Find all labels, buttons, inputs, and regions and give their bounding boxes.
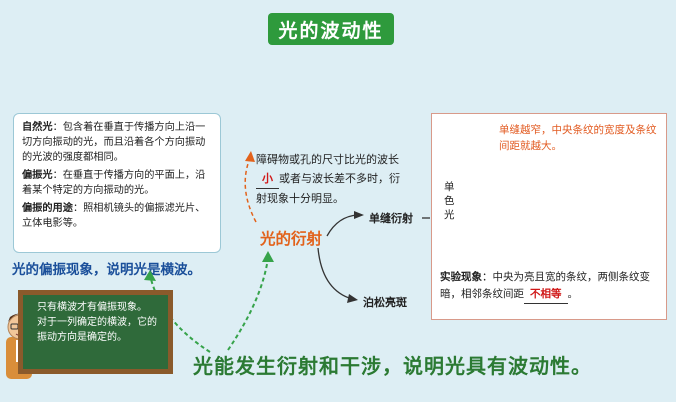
single-slit-label: 单缝衍射 (369, 212, 413, 225)
arrow-to-diffraction (227, 257, 269, 351)
condition-text-before: 障碍物或孔的尺寸比光的波长 (256, 153, 399, 166)
phenomenon-term: 实验现象 (440, 271, 482, 283)
polarization-uses-term: 偏振的用途 (22, 203, 73, 214)
final-conclusion: 光能发生衍射和干涉，说明光具有波动性。 (193, 354, 592, 378)
polarized-light-term: 偏振光 (22, 170, 53, 181)
arrow-to-poisson-spot (317, 247, 353, 300)
arrow-to-condition (244, 157, 257, 223)
phenomenon-text: ：中央为亮且宽的条纹，两侧条纹变暗，相邻条纹间距 (440, 271, 650, 300)
blackboard-line-2: 对于一列确定的横波，它的振动方向是确定的。 (37, 317, 157, 343)
slit-width-note: 单缝越窄，中央条纹的宽度及条纹间距就越大。 (499, 124, 657, 152)
condition-blank: 小 (256, 169, 279, 189)
phenomenon-end: 。 (567, 288, 579, 300)
blackboard-line-1: 只有横波才有偏振现象。 (37, 302, 147, 313)
phenomenon-blank: 不相等 (524, 286, 568, 304)
blackboard-note: 只有横波才有偏振现象。 对于一列确定的横波，它的振动方向是确定的。 (18, 290, 173, 374)
single-slit-experiment-box (431, 113, 667, 320)
poisson-spot-label: 泊松亮斑 (363, 296, 407, 309)
diffraction-label: 光的衍射 (260, 230, 323, 248)
natural-light-text: ：包含着在垂直于传播方向上沿一切方向振动的光，而且沿着各个方向振动的光波的强度都… (22, 122, 206, 163)
polarization-definitions: 自然光：包含着在垂直于传播方向上沿一切方向振动的光，而且沿着各个方向振动的光波的… (13, 113, 221, 253)
arrow-to-single-slit (326, 214, 359, 237)
experiment-phenomenon: 实验现象：中央为亮且宽的条纹，两侧条纹变暗，相邻条纹间距不相等。 (440, 269, 660, 304)
diffraction-condition: 障碍物或孔的尺寸比光的波长小或者与波长差不多时，衍射现象十分明显。 (256, 150, 406, 208)
single-color-light-label: 单色光 (444, 181, 455, 221)
natural-light-term: 自然光 (22, 122, 53, 133)
polarization-uses-text: ：照相机镜头的偏振滤光片、立体电影等。 (22, 203, 206, 229)
polarization-conclusion: 光的偏振现象，说明光是横波。 (12, 262, 201, 278)
polarized-light-text: ：在垂直于传播方向的平面上，沿着某个特定的方向振动的光。 (22, 170, 206, 196)
condition-text-after: 或者与波长差不多时，衍射现象十分明显。 (256, 172, 400, 205)
page-title: 光的波动性 (268, 13, 394, 45)
